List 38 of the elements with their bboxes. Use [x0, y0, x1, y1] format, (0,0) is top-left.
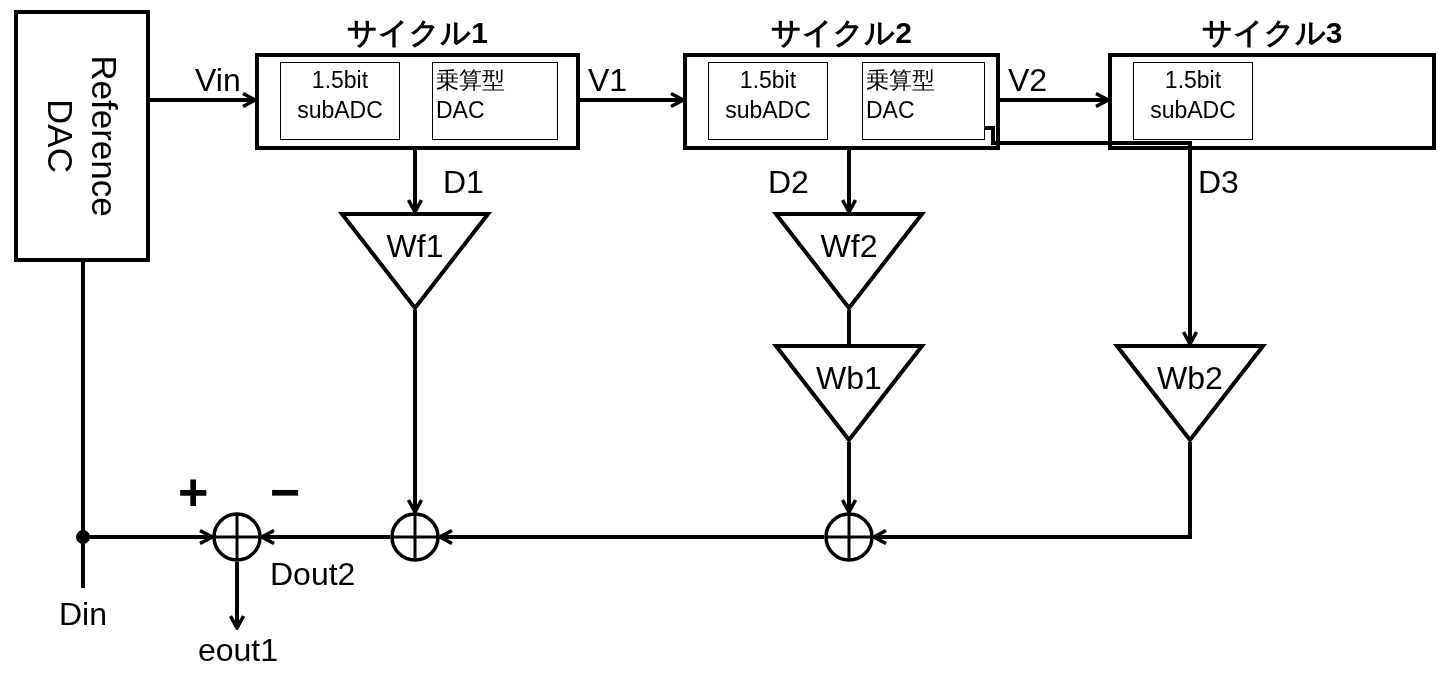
arrow: [872, 442, 1192, 546]
arrow: [260, 528, 390, 546]
connector-line: [847, 310, 851, 344]
block-label: Reference DAC: [40, 54, 125, 219]
dac-block: [14, 10, 150, 262]
signal-label: eout1: [192, 628, 284, 672]
sub-block: 1.5bit subADC: [1133, 62, 1253, 140]
arrow: [840, 150, 858, 214]
summing-junction: [212, 512, 262, 562]
arrow: [406, 310, 424, 514]
gain-label: Wf2: [819, 228, 879, 264]
arrow: [150, 91, 257, 109]
stage-heading: サイクル3: [1200, 15, 1344, 51]
sub-block: 乗算型 DAC: [432, 62, 558, 140]
arrow: [1000, 91, 1110, 109]
gain-triangle: [774, 212, 924, 310]
sign-label: +: [178, 466, 209, 518]
sub-block: 乗算型 DAC: [862, 62, 985, 140]
sign-label: −: [270, 466, 301, 518]
gain-triangle: [1115, 344, 1265, 442]
gain-label: Wf1: [385, 228, 445, 264]
arrow: [228, 562, 246, 630]
gain-label: Wb2: [1156, 360, 1224, 396]
arrow: [580, 91, 685, 109]
stage-heading: サイクル2: [770, 15, 913, 51]
gain-triangle: [340, 212, 490, 310]
summing-junction: [390, 512, 440, 562]
arrow: [406, 150, 424, 214]
stage-heading: サイクル1: [346, 15, 489, 51]
arrow: [840, 442, 858, 514]
summing-junction: [824, 512, 874, 562]
sub-block: 1.5bit subADC: [280, 62, 400, 140]
arrow: [438, 528, 824, 546]
gain-triangle: [774, 344, 924, 442]
gain-label: Wb1: [815, 360, 883, 396]
arrow: [985, 126, 1199, 346]
sub-block: 1.5bit subADC: [708, 62, 828, 140]
signal-label: Din: [44, 588, 122, 640]
